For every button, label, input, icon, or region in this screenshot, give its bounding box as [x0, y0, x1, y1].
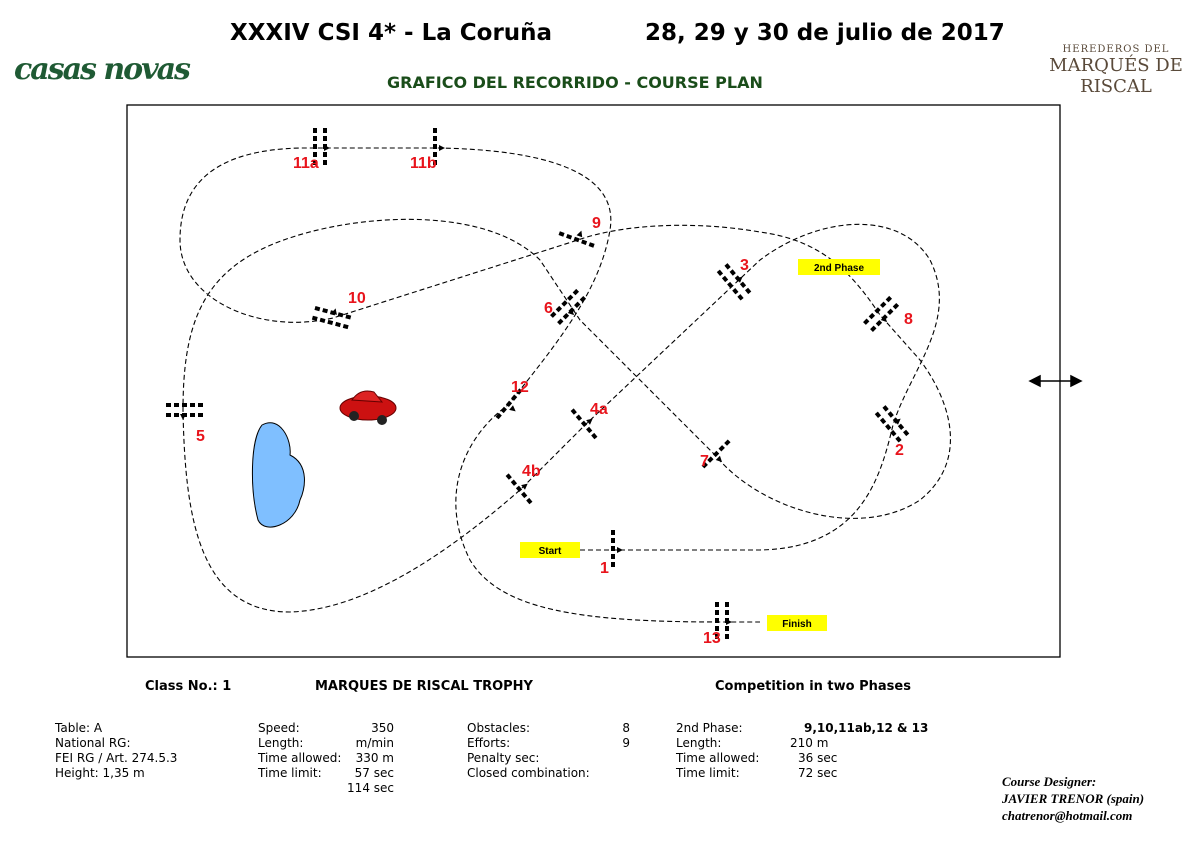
- value: 330 m: [355, 751, 394, 765]
- value: 210 m: [790, 736, 829, 750]
- info-col2-labels: Speed: Length: Time allowed: Time limit:: [258, 721, 341, 781]
- page-subtitle: GRAFICO DEL RECORRIDO - COURSE PLAN: [387, 73, 763, 92]
- label: 2nd Phase:: [676, 721, 743, 735]
- value: 350 m/min: [355, 721, 394, 750]
- label: Penalty sec:: [467, 751, 540, 765]
- pond: [251, 422, 305, 528]
- obstacle-jump: [433, 128, 445, 168]
- event-title: XXXIV CSI 4* - La Coruña: [230, 20, 553, 46]
- info-table: Table: A: [55, 721, 103, 735]
- obstacle-jump: [570, 408, 600, 442]
- label: Speed:: [258, 721, 300, 735]
- event-dates: 28, 29 y 30 de julio de 2017: [645, 20, 1005, 46]
- info-height: Height: 1,35 m: [55, 766, 145, 780]
- obstacle-jump: [860, 295, 900, 335]
- designer-email: chatrenor@hotmail.com: [1002, 808, 1133, 823]
- trophy-name: MARQUES DE RISCAL TROPHY: [315, 679, 533, 694]
- obstacle-number: 5: [196, 428, 205, 445]
- obstacle-number: 7: [700, 453, 709, 470]
- casas-novas-logo: casas novas: [14, 52, 191, 87]
- obstacle-number: 13: [703, 630, 721, 647]
- finish-flag: [767, 615, 827, 631]
- value: 114 sec: [347, 781, 394, 795]
- competition-type: Competition in two Phases: [715, 679, 911, 694]
- obstacle-jump: [163, 403, 203, 420]
- value: 8: [622, 721, 630, 735]
- obstacle-jump: [558, 230, 598, 249]
- obstacle-jump: [611, 530, 623, 570]
- obstacle-jump: [716, 263, 754, 303]
- obstacle-number: 9: [592, 215, 601, 232]
- value: 9,10,11ab,12 & 13: [804, 721, 929, 735]
- info-fei-rg: FEI RG / Art. 274.5.3: [55, 751, 178, 765]
- value: 9: [622, 736, 630, 750]
- course-designer: Course Designer: JAVIER TRENOR (spain) c…: [1002, 773, 1144, 824]
- info-col1: Table: A National RG: FEI RG / Art. 274.…: [55, 721, 177, 781]
- start-flag: [520, 542, 580, 558]
- value: 57 sec: [354, 766, 394, 780]
- obstacle-jump: [715, 602, 732, 642]
- obstacle-number: 1: [600, 560, 609, 577]
- obstacle-jump: [493, 388, 523, 422]
- obstacle-number: 11b: [410, 155, 437, 172]
- obstacle-number: 8: [904, 311, 913, 328]
- info-national-rg: National RG:: [55, 736, 131, 750]
- arena-border: [126, 104, 1061, 658]
- obstacle-jump: [313, 128, 330, 168]
- label: Time allowed:: [258, 751, 342, 765]
- info-col2-values: 350 m/min 330 m 57 sec 114 sec: [330, 721, 394, 796]
- obstacle-number: 6: [544, 300, 553, 317]
- info-col3-values: 8 9: [610, 721, 630, 751]
- value: 72 sec: [798, 766, 838, 780]
- obstacle-jump: [505, 473, 535, 507]
- obstacle-number: 3: [740, 257, 749, 274]
- label: Length:: [258, 736, 304, 750]
- label: Closed combination:: [467, 766, 590, 780]
- obstacle-number: 11a: [293, 155, 319, 172]
- obstacle-number: 12: [511, 379, 529, 396]
- label: Efforts:: [467, 736, 511, 750]
- info-col4-labels: 2nd Phase: Length: Time allowed: Time li…: [676, 721, 759, 781]
- info-col3-labels: Obstacles: Efforts: Penalty sec: Closed …: [467, 721, 590, 781]
- double-arrow-icon: [1028, 374, 1083, 388]
- designer-title: Course Designer:: [1002, 774, 1097, 789]
- label: Obstacles:: [467, 721, 530, 735]
- obstacle-jump: [547, 288, 587, 328]
- marques-de-riscal-logo: HEREDEROS DEL MARQUÉS DE RISCAL: [1036, 14, 1196, 97]
- label: Time allowed:: [676, 751, 760, 765]
- info-col4-values: 9,10,11ab,12 & 13 210 m 36 sec 72 sec: [790, 721, 928, 781]
- class-number: Class No.: 1: [145, 679, 232, 694]
- logo-line2: MARQUÉS DE RISCAL: [1049, 55, 1183, 97]
- logo-line1: HEREDEROS DEL: [1062, 44, 1170, 55]
- label: Length:: [676, 736, 722, 750]
- phase2-flag: [798, 259, 880, 275]
- phase2-label: 2nd Phase: [814, 263, 864, 274]
- value: 36 sec: [798, 751, 838, 765]
- label: Time limit:: [258, 766, 322, 780]
- designer-name: JAVIER TRENOR (spain): [1002, 791, 1145, 806]
- obstacle-number: 10: [348, 290, 366, 307]
- obstacle-number: 2: [895, 442, 904, 459]
- obstacle-number: 4b: [522, 463, 541, 480]
- obstacle-jump: [311, 306, 355, 330]
- course-route: [179, 147, 951, 623]
- obstacle-jump: [874, 405, 912, 445]
- start-label: Start: [539, 546, 562, 557]
- finish-label: Finish: [782, 619, 811, 630]
- label: Time limit:: [676, 766, 740, 780]
- car-icon: [339, 390, 397, 425]
- obstacle-number: 4a: [590, 401, 608, 418]
